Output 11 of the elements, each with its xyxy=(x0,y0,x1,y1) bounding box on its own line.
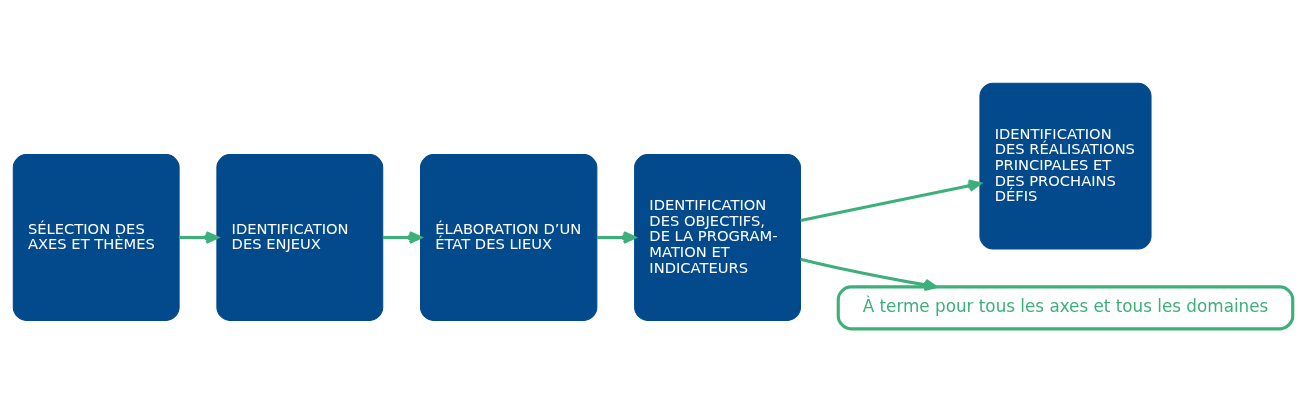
node-box: IDENTIFICATION DES RÉALISATIONS PRINCIPALES ET DES PROCHAINS DÉFIS xyxy=(979,82,1152,250)
node-box: IDENTIFICATION DES ENJEUX xyxy=(216,154,384,321)
arrow xyxy=(179,231,219,244)
arrow xyxy=(800,257,938,292)
arrow xyxy=(800,179,982,223)
node-box: ÉLABORATION D’UN ÉTAT DES LIEUX xyxy=(420,154,598,321)
node-box: SÉLECTION DES AXES ET THÈMES xyxy=(12,154,180,321)
arrow xyxy=(597,231,636,244)
node-box: IDENTIFICATION DES OBJECTIFS, DE LA PROGRAM- MATION ET INDICATEURS xyxy=(634,154,801,321)
arrow xyxy=(382,231,422,244)
node-box: À terme pour tous les axes et tous les domaines xyxy=(836,285,1295,331)
